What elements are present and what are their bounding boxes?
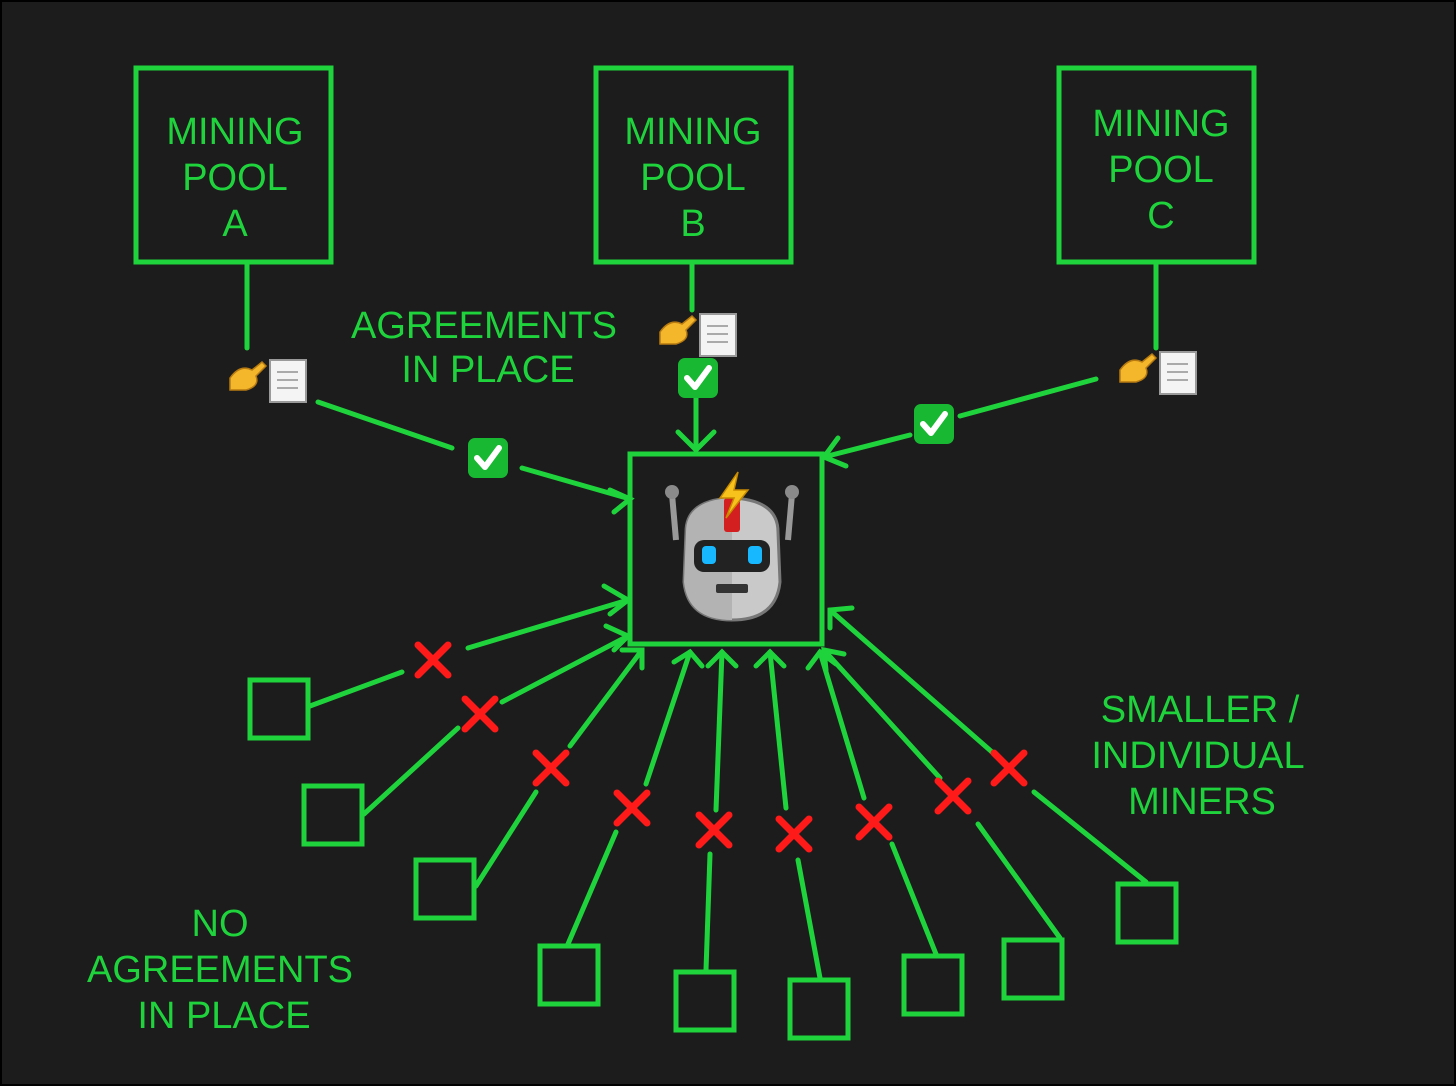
small-miner-box	[1115, 881, 1179, 945]
miner-arrowhead	[705, 648, 739, 669]
miner-connector	[567, 647, 645, 749]
red-x-icon	[414, 641, 452, 679]
miner-connector	[827, 607, 995, 755]
miner-connector	[1031, 789, 1149, 885]
small-miner-box	[413, 857, 477, 921]
green-checkmark-icon	[468, 438, 508, 478]
agreements-label-line-2: IN PLACE	[401, 349, 574, 391]
agreements-label-line-1: AGREEMENTS	[351, 305, 617, 347]
writing-hand-and-document-icon	[229, 359, 307, 403]
no-agreements-label-line-2: AGREEMENTS	[87, 949, 353, 991]
pool-b-line-3: B	[680, 203, 705, 245]
miner-arrowhead	[821, 646, 847, 673]
miner-connector	[975, 821, 1063, 941]
red-x-icon	[532, 749, 570, 787]
red-x-icon	[934, 777, 972, 815]
red-x-icon	[461, 695, 499, 733]
small-miner-box	[787, 977, 851, 1041]
miner-arrowhead	[753, 648, 787, 669]
small-miners-label-line-1: SMALLER /	[1101, 689, 1300, 731]
pool-a-arrowhead	[607, 487, 635, 515]
green-checkmark-icon	[678, 358, 718, 398]
small-miners-label-line-2: INDIVIDUAL	[1091, 735, 1304, 777]
small-miner-box	[1001, 937, 1065, 1001]
small-miner-box	[247, 677, 311, 741]
red-x-icon	[855, 803, 893, 841]
pool-a-line-2: POOL	[182, 157, 288, 199]
robot-with-lightning-icon	[665, 471, 799, 622]
pool-b-arrowhead	[675, 429, 717, 454]
miner-connector	[713, 649, 725, 813]
small-miner-box	[673, 969, 737, 1033]
miner-connector	[889, 841, 939, 957]
pool-c-line-2: POOL	[1108, 149, 1214, 191]
miner-connector	[465, 597, 631, 651]
miner-arrowhead	[601, 583, 633, 617]
miner-connector	[565, 829, 619, 947]
miner-connector	[767, 649, 789, 811]
pool-a-line-3: A	[222, 203, 248, 245]
pool-c-line-3: C	[1147, 195, 1174, 237]
miner-arrowhead	[827, 605, 855, 631]
pool-c-connector-upper	[957, 376, 1099, 419]
writing-hand-and-document-icon	[659, 313, 737, 357]
miner-connector	[817, 649, 867, 801]
pool-b-line-1: MINING	[624, 111, 761, 153]
pool-a-line-1: MINING	[166, 111, 303, 153]
miner-connector	[499, 633, 631, 705]
miner-arrowhead	[671, 648, 705, 669]
pool-a-connector-upper	[315, 399, 455, 451]
blocked-marks	[414, 641, 1028, 853]
miner-arrowhead	[603, 623, 633, 653]
miner-connector	[361, 725, 461, 817]
miner-connector	[473, 789, 539, 889]
red-x-icon	[775, 815, 813, 853]
miner-connector	[795, 857, 823, 981]
miner-arrowhead	[619, 647, 645, 671]
small-miners	[247, 677, 1179, 1041]
small-miner-connectors	[307, 583, 1149, 981]
green-checkmark-icon	[914, 404, 954, 444]
pool-c-connector-lower	[821, 432, 913, 460]
center-box	[627, 451, 825, 647]
miner-connector	[703, 851, 713, 973]
red-x-icon	[613, 789, 651, 827]
small-miner-box	[301, 783, 365, 847]
red-x-icon	[990, 749, 1028, 787]
small-miner-box	[901, 953, 965, 1017]
small-miners-label-line-3: MINERS	[1128, 781, 1276, 823]
pool-connectors	[244, 261, 1159, 515]
no-agreements-label-line-3: IN PLACE	[137, 995, 310, 1037]
miner-connector	[643, 649, 693, 787]
mining-pool-b: MINING POOL B	[593, 65, 794, 265]
miner-connector	[307, 669, 405, 709]
no-agreements-label-line-1: NO	[192, 903, 249, 945]
pool-a-connector-lower	[519, 465, 633, 502]
writing-hand-and-document-icon	[1119, 351, 1197, 395]
red-x-icon	[695, 811, 733, 849]
miner-connector	[821, 647, 943, 781]
mining-pool-a: MINING POOL A	[133, 65, 334, 265]
small-miner-box	[537, 943, 601, 1007]
pool-c-line-1: MINING	[1092, 103, 1229, 145]
pool-b-line-2: POOL	[640, 157, 746, 199]
mining-pool-c: MINING POOL C	[1056, 65, 1257, 265]
